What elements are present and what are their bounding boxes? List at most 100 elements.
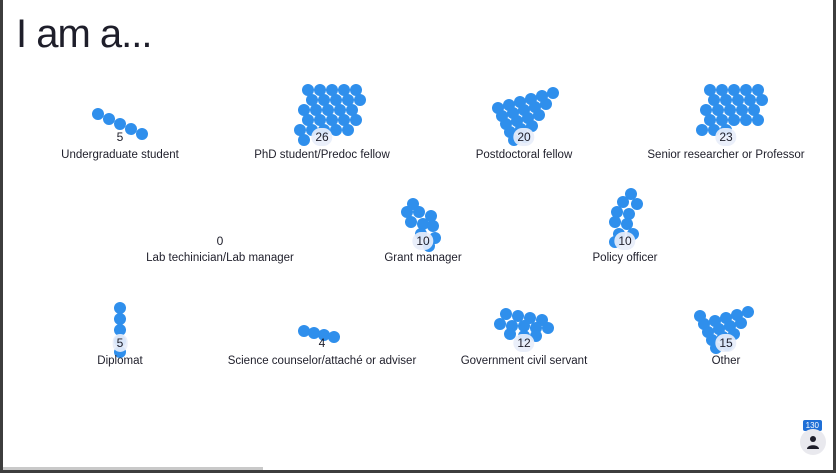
response-dot (742, 306, 754, 318)
response-dot (405, 216, 417, 228)
response-dot (728, 84, 740, 96)
response-dot (92, 108, 104, 120)
response-dot (350, 114, 362, 126)
category-label: Diplomat (97, 355, 143, 367)
response-dot (536, 90, 548, 102)
response-dot (611, 206, 623, 218)
response-dot (298, 134, 310, 146)
horizontal-scrollbar[interactable] (3, 467, 263, 470)
response-dot (306, 94, 318, 106)
response-dot (700, 104, 712, 116)
response-dot (326, 114, 338, 126)
category-science-counselor: 4 Science counselor/attaché or adviser (212, 298, 432, 418)
response-dot (542, 322, 554, 334)
response-dot (330, 94, 342, 106)
response-dot (503, 99, 515, 111)
category-undergraduate-student: 5 Undergraduate student (10, 90, 230, 210)
response-dot (724, 104, 736, 116)
response-dot (709, 315, 721, 327)
bubble-cluster (616, 84, 836, 210)
category-grant-manager: 10 Grant manager (313, 194, 533, 314)
response-dot (696, 124, 708, 136)
response-dot (302, 114, 314, 126)
response-dot (103, 113, 115, 125)
audience-count-badge: 130 (802, 420, 822, 431)
response-count: 12 (513, 334, 535, 352)
audience-button[interactable] (800, 429, 826, 455)
response-dot (125, 123, 137, 135)
response-dot (492, 102, 504, 114)
response-dot (518, 320, 530, 332)
response-dot (427, 220, 439, 232)
category-government-civil-servant: 12 Government civil servant (414, 298, 634, 418)
response-count: 20 (513, 128, 535, 146)
response-dot (720, 94, 732, 106)
category-label: Other (711, 355, 741, 367)
response-dot (350, 84, 362, 96)
response-count: 0 (216, 234, 224, 248)
response-dot (308, 327, 320, 339)
response-dot (547, 87, 559, 99)
response-dot (704, 84, 716, 96)
response-dot (425, 210, 437, 222)
response-dot (318, 94, 330, 106)
slide-title: I am a... (16, 12, 152, 56)
response-count: 15 (715, 334, 737, 352)
bubble-cluster (212, 298, 432, 418)
response-dot (617, 196, 629, 208)
response-dot (728, 114, 740, 126)
response-dot (114, 302, 126, 314)
bubble-cluster (414, 87, 634, 210)
category-label: Undergraduate student (61, 149, 179, 161)
category-label: Senior researcher or Professor (647, 149, 805, 161)
response-dot (298, 325, 310, 337)
response-dot (338, 114, 350, 126)
response-dot (494, 318, 506, 330)
response-dot (512, 310, 524, 322)
category-label: Policy officer (592, 252, 658, 264)
category-label: PhD student/Predoc fellow (254, 149, 390, 161)
response-dot (330, 124, 342, 136)
response-dot (401, 206, 413, 218)
response-dot (302, 84, 314, 96)
response-dot (732, 94, 744, 106)
category-label: Grant manager (384, 252, 462, 264)
response-count: 26 (311, 128, 333, 146)
bubble-cluster (212, 84, 432, 210)
response-dot (623, 208, 635, 220)
response-dot (413, 206, 425, 218)
response-dot (631, 198, 643, 210)
response-dot (731, 309, 743, 321)
response-dot (504, 328, 516, 340)
response-dot (500, 308, 512, 320)
response-dot (136, 128, 148, 140)
response-count: 10 (614, 232, 636, 250)
response-count: 4 (318, 336, 326, 350)
response-dot (752, 114, 764, 126)
response-dot (314, 84, 326, 96)
bubble-cluster (515, 188, 735, 314)
response-dot (704, 114, 716, 126)
category-label: Government civil servant (460, 355, 588, 367)
response-dot (114, 313, 126, 325)
response-dot (712, 104, 724, 116)
response-dot (322, 104, 334, 116)
response-dot (326, 84, 338, 96)
response-dot (342, 124, 354, 136)
response-dot (716, 84, 728, 96)
response-dot (748, 104, 760, 116)
category-label: Science counselor/attaché or adviser (227, 355, 417, 367)
response-count: 5 (116, 130, 124, 144)
response-dot (716, 114, 728, 126)
response-dot (417, 218, 429, 230)
response-dot (694, 310, 706, 322)
category-policy-officer: 10 Policy officer (515, 188, 735, 314)
response-dot (318, 329, 330, 341)
response-dot (514, 96, 526, 108)
category-diplomat: 5 Diplomat (10, 298, 230, 418)
response-dot (720, 312, 732, 324)
response-dot (346, 104, 358, 116)
category-label: Lab techinician/Lab manager (146, 252, 294, 264)
category-other: 15 Other (616, 298, 836, 418)
